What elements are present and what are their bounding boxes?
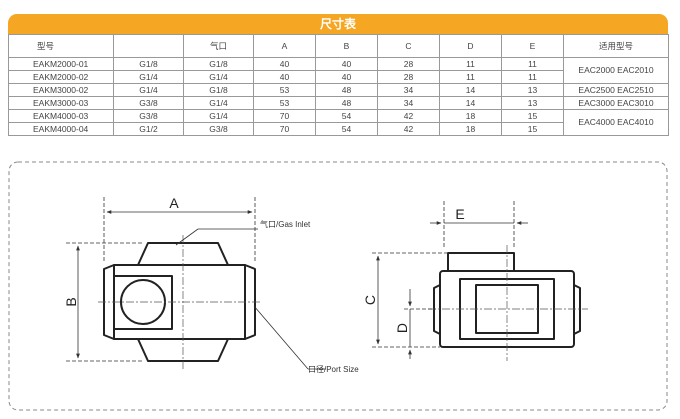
- header-gas-port: 气口: [183, 34, 254, 58]
- cell-port: G1/4: [113, 70, 184, 84]
- label-d: D: [394, 323, 410, 333]
- cell-b: 48: [315, 83, 378, 97]
- cell-e: 15: [501, 122, 564, 136]
- cell-gas: G1/4: [183, 70, 254, 84]
- cell-a: 40: [253, 70, 316, 84]
- cell-port: G3/8: [113, 96, 184, 110]
- front-port-square: [113, 275, 173, 330]
- cell-b: 54: [315, 122, 378, 136]
- technical-drawing: A B 气口/Gas Inlet 口径/Port Size: [8, 161, 668, 411]
- dim-b: [66, 242, 144, 362]
- cell-model: EAKM3000-03: [8, 96, 114, 110]
- drawing-frame: [8, 161, 668, 411]
- cell-e: 11: [501, 70, 564, 84]
- table-row: EAKM4000-04 G1/2 G3/8 70 54 42 18 15: [8, 122, 669, 136]
- cell-gas: G1/4: [183, 109, 254, 123]
- cell-d: 14: [439, 83, 502, 97]
- cell-gas: G1/8: [183, 83, 254, 97]
- cell-c: 28: [377, 57, 440, 71]
- dim-e: [430, 201, 528, 249]
- cell-d: 18: [439, 109, 502, 123]
- cell-a: 53: [253, 96, 316, 110]
- cell-applicable: EAC2000 EAC2010: [563, 57, 669, 84]
- cell-d: 11: [439, 57, 502, 71]
- label-b: B: [63, 297, 79, 306]
- cell-a: 70: [253, 122, 316, 136]
- port-size-label: 口径/Port Size: [308, 364, 359, 374]
- cell-c: 42: [377, 109, 440, 123]
- cell-gas: G1/4: [183, 96, 254, 110]
- cell-b: 54: [315, 109, 378, 123]
- table-row: EAKM4000-03 G3/8 G1/4 70 54 42 18 15 EAC…: [8, 109, 669, 136]
- header-d: D: [439, 34, 502, 58]
- port-size-leader: [253, 305, 326, 370]
- cell-d: 11: [439, 70, 502, 84]
- cell-port: G1/2: [113, 122, 184, 136]
- table-row: EAKM3000-03 G3/8 G1/4 53 48 34 14 13 EAC…: [8, 96, 669, 110]
- side-centerlines: [428, 245, 588, 361]
- cell-model: EAKM3000-02: [8, 83, 114, 97]
- cell-model: EAKM2000-02: [8, 70, 114, 84]
- cell-applicable: EAC4000 EAC4010: [563, 109, 669, 136]
- cell-e: 11: [501, 57, 564, 71]
- cell-e: 15: [501, 109, 564, 123]
- dim-c: [372, 252, 448, 348]
- header-model: 型号: [8, 34, 114, 58]
- cell-a: 40: [253, 57, 316, 71]
- side-top-boss: [447, 252, 515, 272]
- cell-model: EAKM4000-04: [8, 122, 114, 136]
- label-a: A: [169, 195, 179, 211]
- cell-b: 40: [315, 57, 378, 71]
- cell-gas: G3/8: [183, 122, 254, 136]
- table-row: EAKM3000-02 G1/4 G1/8 53 48 34 14 13 EAC…: [8, 83, 669, 97]
- cell-model: EAKM4000-03: [8, 109, 114, 123]
- gas-inlet-label: 气口/Gas Inlet: [260, 219, 311, 229]
- cell-a: 53: [253, 83, 316, 97]
- cell-a: 70: [253, 109, 316, 123]
- header-b: B: [315, 34, 378, 58]
- table-row: EAKM2000-02 G1/4 G1/4 40 40 28 11 11: [8, 70, 669, 84]
- cell-e: 13: [501, 83, 564, 97]
- header-applicable: 适用型号: [563, 34, 669, 58]
- gas-inlet-leader: [175, 228, 258, 246]
- dimension-table: 型号 气口 A B C D E 适用型号 EAKM2000-01 G1/8 G1…: [8, 34, 669, 136]
- cell-c: 34: [377, 83, 440, 97]
- cell-e: 13: [501, 96, 564, 110]
- cell-c: 42: [377, 122, 440, 136]
- cell-applicable: EAC3000 EAC3010: [563, 96, 669, 110]
- label-c: C: [362, 295, 378, 305]
- side-right-flange: [573, 284, 581, 335]
- cell-c: 34: [377, 96, 440, 110]
- cell-b: 48: [315, 96, 378, 110]
- label-e: E: [455, 206, 464, 222]
- cell-d: 18: [439, 122, 502, 136]
- cell-gas: G1/8: [183, 57, 254, 71]
- dim-d: [404, 289, 436, 359]
- cell-port: G1/4: [113, 83, 184, 97]
- header-a: A: [253, 34, 316, 58]
- cell-applicable: EAC2500 EAC2510: [563, 83, 669, 97]
- cell-c: 28: [377, 70, 440, 84]
- cell-port: G1/8: [113, 57, 184, 71]
- header-c: C: [377, 34, 440, 58]
- header-port: [113, 34, 184, 58]
- side-left-flange: [433, 284, 441, 335]
- header-e: E: [501, 34, 564, 58]
- drawing-svg: A B 气口/Gas Inlet 口径/Port Size: [8, 161, 668, 411]
- cell-port: G3/8: [113, 109, 184, 123]
- cell-d: 14: [439, 96, 502, 110]
- header-row: 型号 气口 A B C D E 适用型号: [8, 34, 669, 58]
- cell-b: 40: [315, 70, 378, 84]
- front-centerlines: [98, 235, 261, 371]
- table-title: 尺寸表: [8, 14, 668, 34]
- table-row: EAKM2000-01 G1/8 G1/8 40 40 28 11 11 EAC…: [8, 57, 669, 84]
- cell-model: EAKM2000-01: [8, 57, 114, 71]
